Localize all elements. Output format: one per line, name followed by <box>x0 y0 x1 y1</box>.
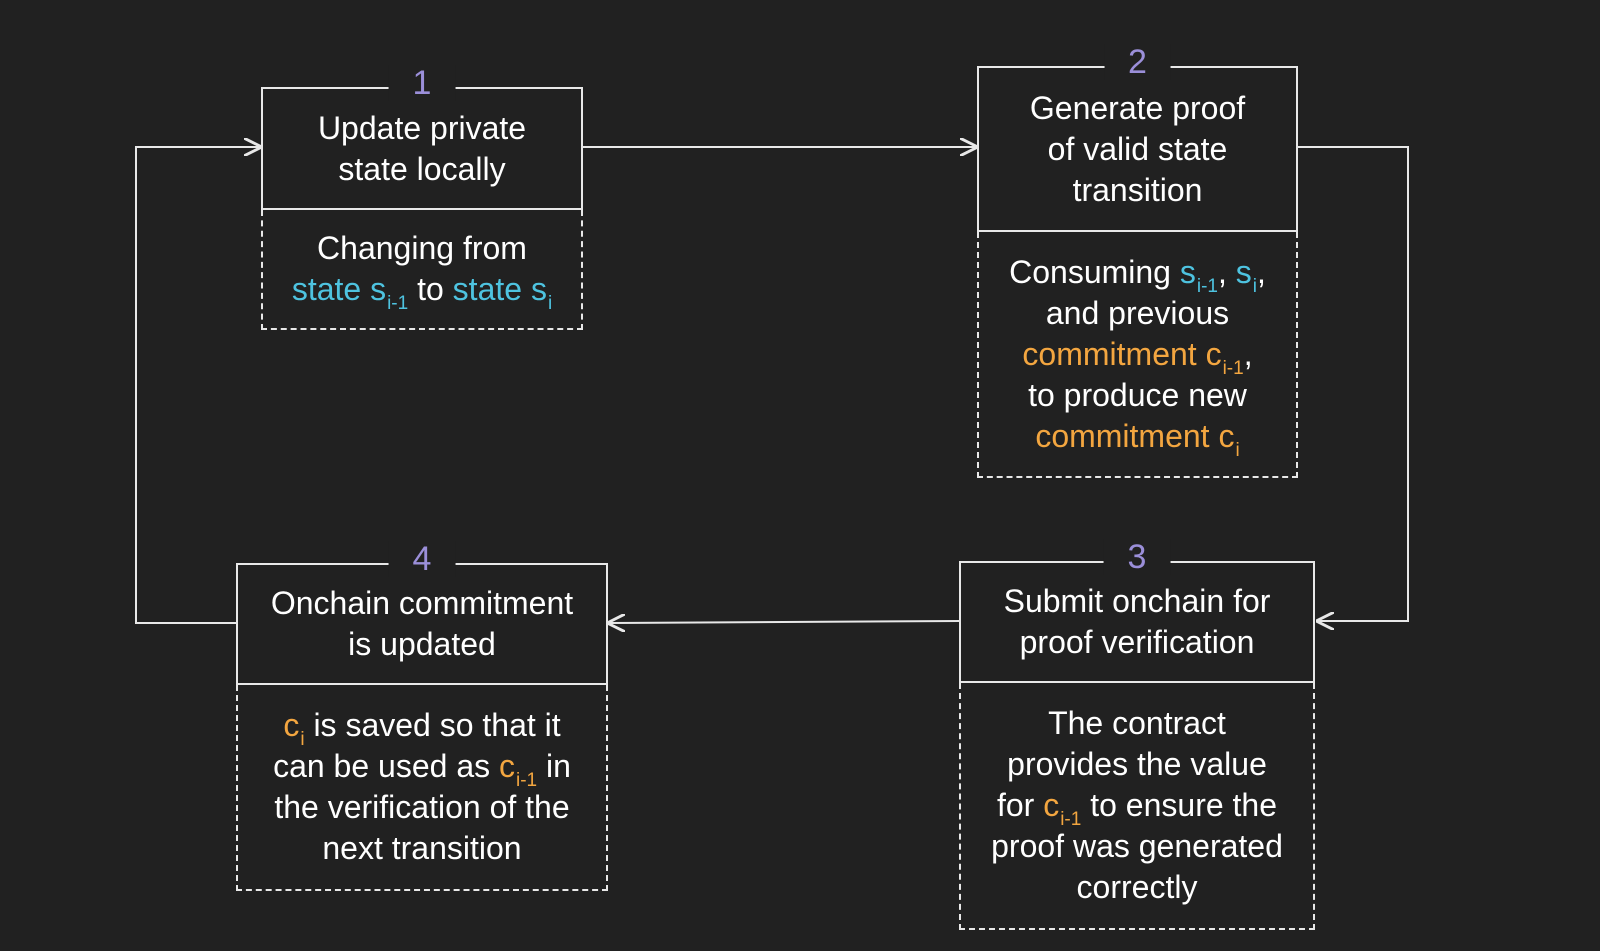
step-3-title-line: proof verification <box>1019 624 1255 660</box>
step-4-number: 4 <box>388 541 456 577</box>
arrow-3-to-4 <box>609 621 961 623</box>
state-prev-label: s <box>1179 253 1196 290</box>
step-3-detail-box: The contract provides the value for ci-1… <box>959 683 1315 930</box>
step-4-detail-text: the verification of the <box>274 789 570 825</box>
arrow-2-to-3 <box>1298 146 1409 621</box>
commitment-new-subscript: i <box>300 729 305 750</box>
step-4-detail-text: next transition <box>322 830 522 866</box>
step-1-detail-text: Changing from <box>317 230 527 266</box>
step-1: 1 Update private state locally Changing … <box>261 65 583 330</box>
step-2-title-line: of valid state <box>1047 130 1228 167</box>
step-3-detail-text: provides the value <box>1007 746 1267 782</box>
comma: , <box>1217 253 1227 290</box>
commitment-new-label: c <box>283 707 300 743</box>
step-3: 3 Submit onchain for proof verification … <box>959 539 1315 930</box>
state-prev-subscript: i-1 <box>387 293 409 314</box>
commitment-prev-label: c <box>1043 787 1060 823</box>
commitment-prev-subscript: i-1 <box>1060 809 1082 830</box>
step-4-title-line: is updated <box>348 626 496 662</box>
step-2-detail-text: Consuming <box>1009 253 1171 290</box>
step-2-detail-text: to produce new <box>1028 376 1247 413</box>
step-4-detail-box: ci is saved so that it can be used as ci… <box>236 685 608 891</box>
step-2: 2 Generate proof of valid state transiti… <box>977 44 1298 478</box>
step-2-title: Generate proof of valid state transition <box>1030 88 1245 211</box>
commitment-prev-label: c <box>499 748 515 784</box>
state-prev-subscript: i-1 <box>1196 275 1218 297</box>
state-prev-label: state s <box>291 271 387 307</box>
step-3-title: Submit onchain for proof verification <box>1004 581 1271 663</box>
step-4-detail-text: can be used as <box>273 748 491 784</box>
step-1-detail-to: to <box>417 271 444 307</box>
step-4: 4 Onchain commitment is updated ci is sa… <box>236 541 608 891</box>
state-new-subscript: i <box>1252 275 1257 297</box>
commitment-prev-label: commitment c <box>1022 335 1222 372</box>
step-1-number: 1 <box>388 65 456 101</box>
step-4-title-box: 4 Onchain commitment is updated <box>236 541 608 685</box>
commitment-new-subscript: i <box>1235 439 1240 461</box>
step-3-detail-text: to ensure the <box>1090 787 1278 823</box>
step-2-title-line: Generate proof <box>1029 89 1246 126</box>
step-3-detail-text: for <box>996 787 1035 823</box>
step-4-title-line: Onchain commitment <box>270 585 574 621</box>
step-3-detail-text: The contract <box>1048 705 1226 741</box>
arrow-4-to-1 <box>135 147 260 624</box>
step-4-detail-text: in <box>546 748 571 784</box>
state-new-subscript: i <box>547 293 553 314</box>
step-3-detail-text: correctly <box>1076 869 1198 905</box>
step-3-detail-text: proof was generated <box>991 828 1283 864</box>
step-3-title-line: Submit onchain for <box>1003 583 1271 619</box>
commitment-new-label: commitment c <box>1035 417 1235 454</box>
state-new-label: state s <box>452 271 547 307</box>
state-new-label: s <box>1235 253 1252 290</box>
step-1-title-box: 1 Update private state locally <box>261 65 583 210</box>
commitment-prev-subscript: i-1 <box>516 770 538 791</box>
step-3-title-box: 3 Submit onchain for proof verification <box>959 539 1315 683</box>
step-2-number: 2 <box>1104 44 1171 80</box>
step-1-detail-box: Changing from state si-1 to state si <box>261 210 583 330</box>
commitment-prev-subscript: i-1 <box>1222 357 1244 379</box>
step-2-title-line: transition <box>1072 171 1203 208</box>
step-2-detail-box: Consuming si-1, si, and previous commitm… <box>977 232 1298 478</box>
step-4-detail-text: is saved so that it <box>313 707 561 743</box>
step-3-number: 3 <box>1103 539 1171 575</box>
step-4-title: Onchain commitment is updated <box>271 583 573 665</box>
step-2-title-box: 2 Generate proof of valid state transiti… <box>977 44 1298 232</box>
comma: , <box>1257 253 1266 290</box>
step-2-detail-text: and previous <box>1045 294 1230 331</box>
step-1-title: Update private state locally <box>317 109 527 187</box>
comma: , <box>1243 335 1253 372</box>
